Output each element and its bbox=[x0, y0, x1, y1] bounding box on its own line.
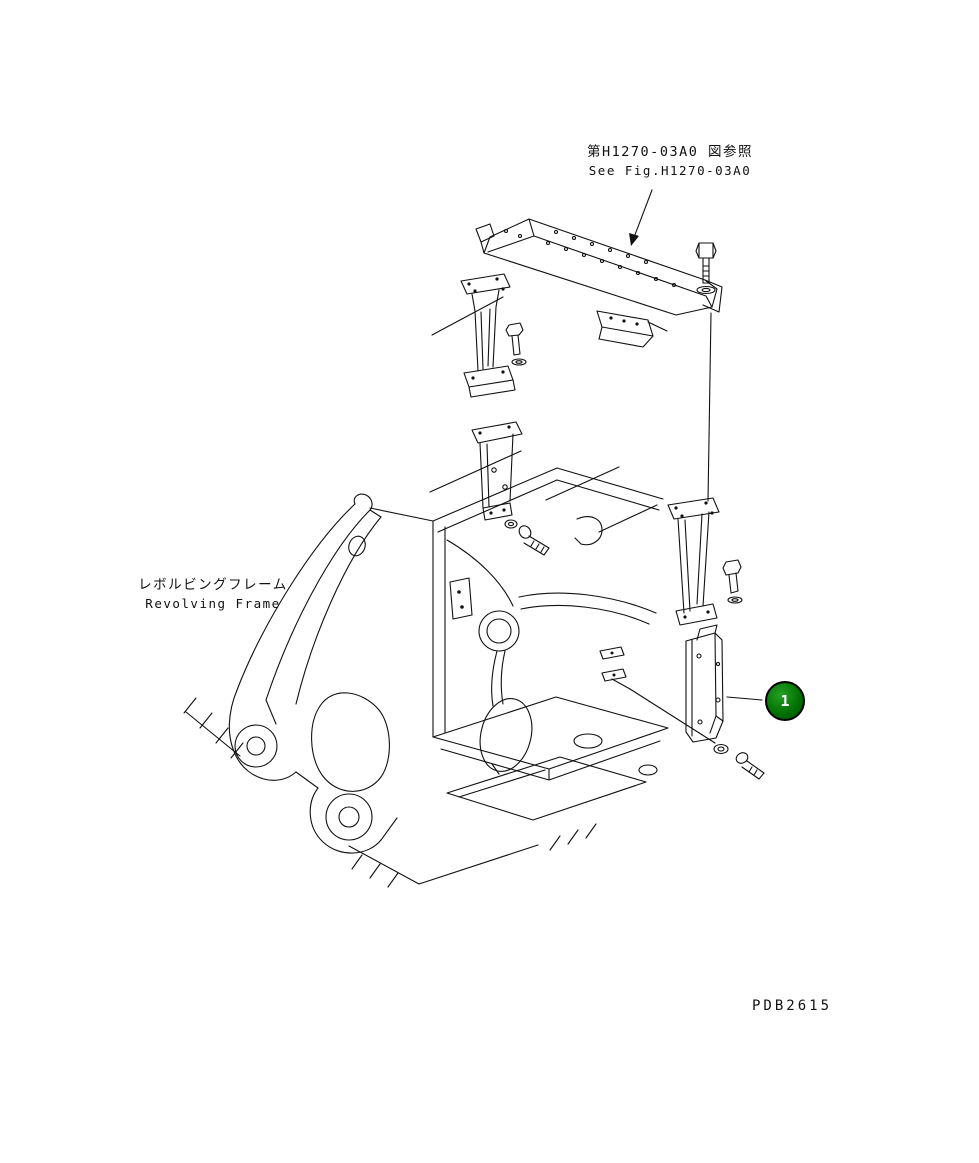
revolving-frame-label-jp: レボルビングフレーム bbox=[138, 577, 288, 593]
bolt-bottom-right bbox=[713, 743, 765, 780]
leader-lines bbox=[429, 189, 763, 744]
support-post-right bbox=[667, 497, 720, 626]
part-callout-1-number: 1 bbox=[780, 692, 790, 710]
clip-plates bbox=[599, 646, 627, 682]
part-callout-1[interactable]: 1 bbox=[765, 681, 805, 721]
support-post-left bbox=[460, 273, 516, 398]
drawing-code: PDB2615 bbox=[752, 998, 833, 1014]
figure-reference-jp: 第H1270-03A0 図参照 bbox=[587, 144, 753, 160]
bolt-center-angled bbox=[504, 519, 550, 556]
cross-member-beam bbox=[475, 218, 723, 348]
bolt-mid-left bbox=[505, 322, 527, 366]
bolt-top-right bbox=[695, 242, 717, 295]
revolving-frame bbox=[183, 467, 669, 888]
support-bracket-center bbox=[471, 421, 523, 521]
bolt-right bbox=[722, 559, 743, 604]
bracket-part-1 bbox=[685, 624, 724, 743]
revolving-frame-label-en: Revolving Frame bbox=[145, 596, 281, 612]
figure-reference: 第H1270-03A0 図参照 See Fig.H1270-03A0 bbox=[540, 142, 800, 181]
reference-arrowhead bbox=[629, 233, 639, 246]
figure-reference-en: See Fig.H1270-03A0 bbox=[588, 163, 752, 179]
revolving-frame-label: レボルビングフレーム Revolving Frame bbox=[118, 575, 308, 614]
